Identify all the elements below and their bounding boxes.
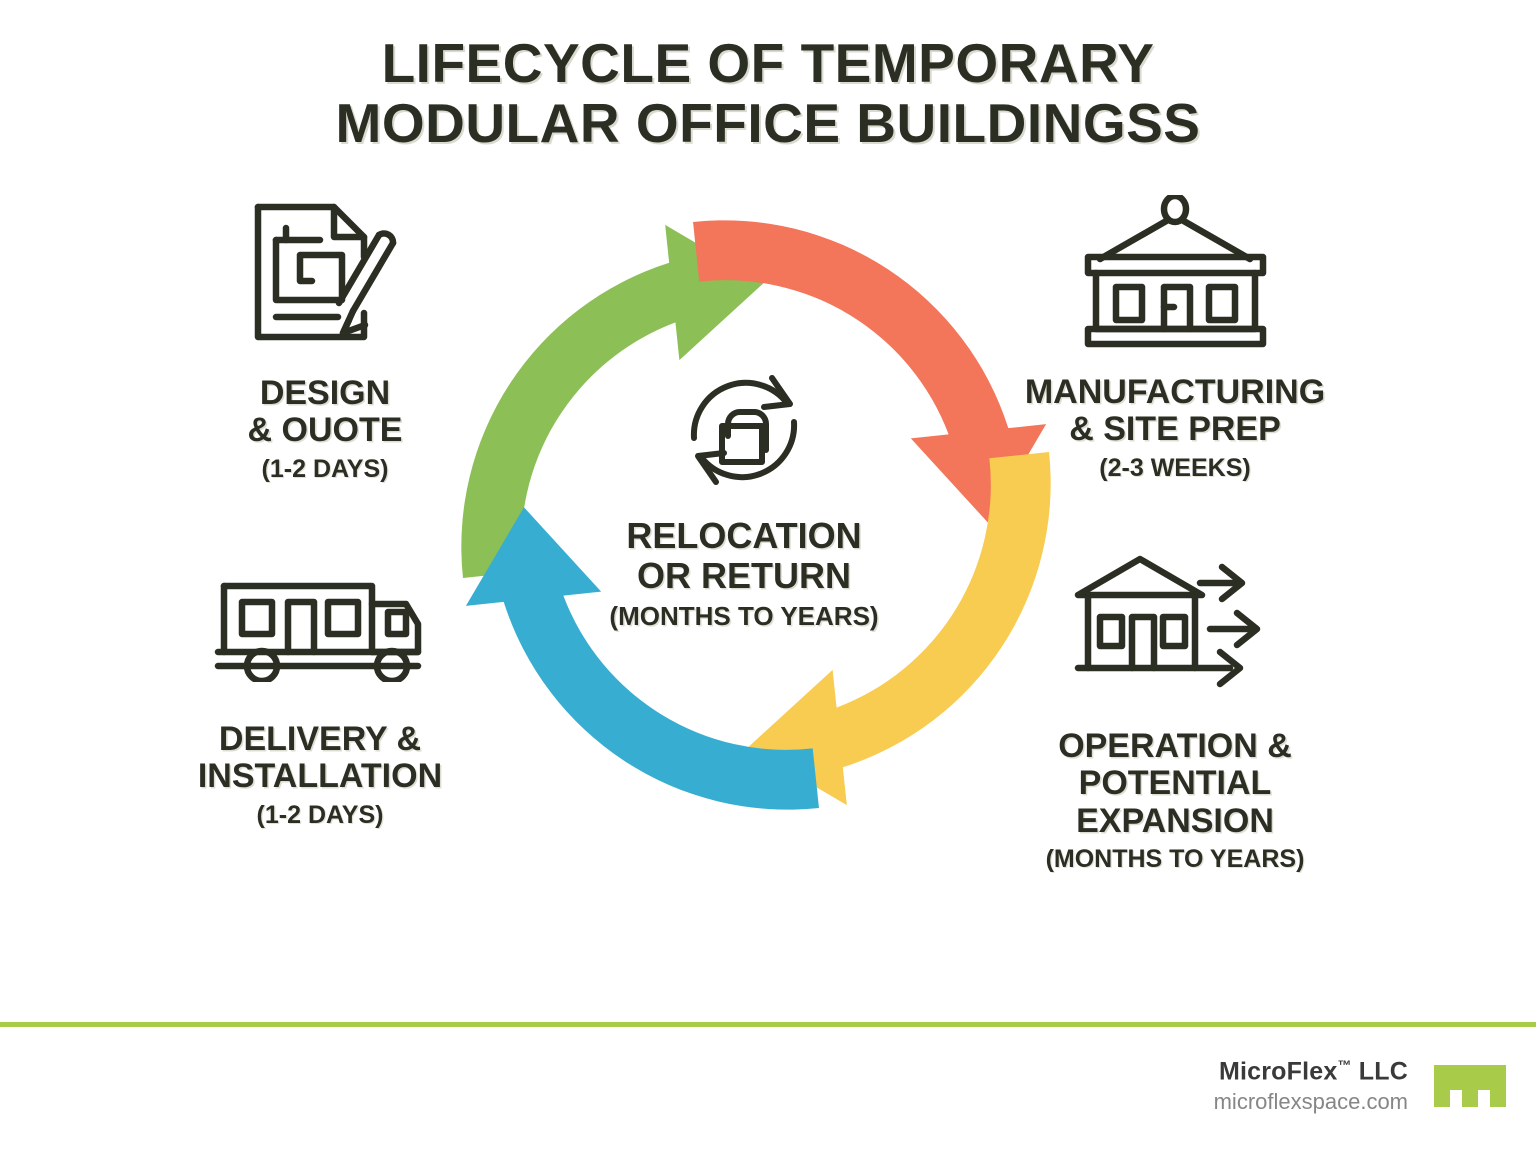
brand-name-text: MicroFlex [1218, 1057, 1338, 1086]
title-line-1: LIFECYCLE OF TEMPORARY [381, 32, 1155, 94]
crane-lifting-building-icon [985, 192, 1365, 358]
center-title: RELOCATION OR RETURN [568, 515, 920, 597]
brand-suffix: LLC [1351, 1057, 1408, 1086]
stage-operation-and-expansion: OPERATION & POTENTIAL EXPANSION (MONTHS … [980, 553, 1370, 874]
stage-operation-title-line-1: OPERATION & [1058, 727, 1292, 765]
stage-design-title-line-2: & OUOTE [247, 411, 403, 450]
green-arrow [461, 224, 764, 613]
center-stage-relocation: RELOCATION OR RETURN (MONTHS TO YEARS) [568, 360, 920, 632]
coral-arrow [658, 220, 1047, 523]
stage-operation-title-line-3: EXPANSION [1076, 801, 1274, 840]
stage-delivery-title: DELIVERY & INSTALLATION [150, 720, 490, 796]
trademark-symbol: ™ [1337, 1057, 1352, 1073]
stage-delivery-duration: (1-2 DAYS) [256, 800, 384, 829]
stage-operation-duration: (MONTHS TO YEARS) [1045, 845, 1305, 874]
blueprint-pencil-icon [180, 195, 470, 355]
footer-divider [0, 1022, 1536, 1027]
center-duration: (MONTHS TO YEARS) [609, 600, 879, 631]
stage-manufacturing-title-line-1: MANUFACTURING [1024, 373, 1326, 411]
delivery-truck-modular-icon [150, 572, 490, 687]
footer: MicroFlex™ LLC microflexspace.com [1214, 1057, 1506, 1115]
stage-manufacturing-duration: (2-3 WEEKS) [1099, 453, 1251, 482]
title-line-2: MODULAR OFFICE BUILDINGSS [335, 91, 1201, 154]
yellow-arrow [748, 417, 1051, 806]
stage-delivery-and-installation: DELIVERY & INSTALLATION (1-2 DAYS) [150, 572, 490, 830]
footer-text: MicroFlex™ LLC microflexspace.com [1214, 1057, 1408, 1115]
stage-delivery-title-line-2: INSTALLATION [197, 757, 443, 796]
stage-operation-title-line-2: POTENTIAL [1078, 764, 1272, 803]
stage-operation-title: OPERATION & POTENTIAL EXPANSION [980, 727, 1370, 840]
stage-design-title: DESIGN & OUOTE [180, 374, 470, 450]
website-url[interactable]: microflexspace.com [1213, 1089, 1408, 1115]
stage-manufacturing-title-line-2: & SITE PREP [1069, 410, 1281, 449]
lifecycle-arrow-ring [461, 220, 1051, 810]
stage-manufacturing-title: MANUFACTURING & SITE PREP [985, 373, 1365, 449]
blue-arrow [465, 507, 854, 810]
stage-delivery-title-line-1: DELIVERY & [218, 720, 422, 758]
center-title-line-1: RELOCATION [626, 515, 862, 556]
microflex-logo-mark [1434, 1065, 1506, 1108]
center-title-line-2: OR RETURN [637, 555, 851, 597]
page-title: LIFECYCLE OF TEMPORARY MODULAR OFFICE BU… [0, 32, 1536, 154]
stage-design-duration: (1-2 DAYS) [261, 454, 389, 483]
recycle-modular-building-icon [690, 375, 798, 485]
brand-name: MicroFlex™ LLC [1214, 1057, 1408, 1086]
stage-manufacturing-and-site-prep: MANUFACTURING & SITE PREP (2-3 WEEKS) [985, 192, 1365, 483]
stage-design-and-quote: DESIGN & OUOTE (1-2 DAYS) [180, 195, 470, 484]
stage-design-title-line-1: DESIGN [259, 374, 391, 412]
building-expansion-arrows-icon [980, 553, 1370, 706]
